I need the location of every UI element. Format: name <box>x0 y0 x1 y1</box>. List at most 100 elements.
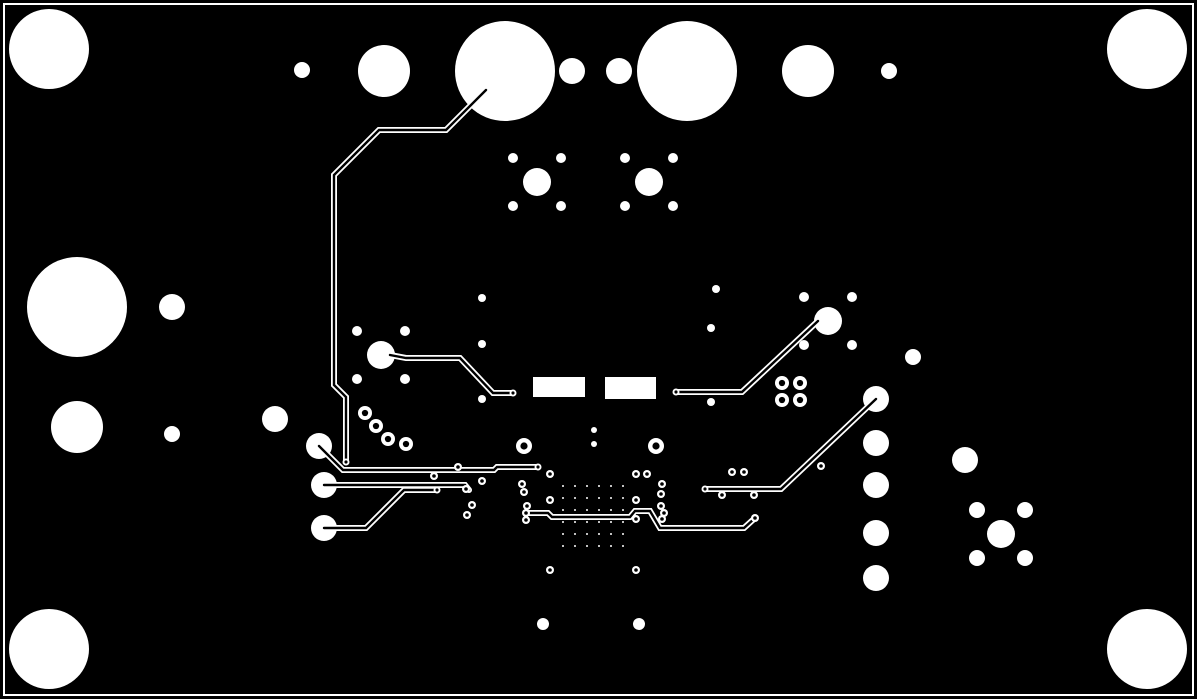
via-drill <box>432 474 436 478</box>
mounting-holes-and-pads <box>9 9 1187 689</box>
via-drill <box>634 472 638 476</box>
via-drill <box>525 504 529 508</box>
pad-hole <box>712 285 720 293</box>
pad-hole <box>537 618 549 630</box>
pad-hole <box>847 292 857 302</box>
pad-hole <box>782 45 834 97</box>
via-drill <box>742 470 746 474</box>
bga-ball <box>610 521 612 523</box>
smd-pad <box>605 377 656 399</box>
pad-hole <box>952 447 978 473</box>
bga-ball <box>610 485 612 487</box>
pad-hole <box>863 430 889 456</box>
pad-hole <box>556 153 566 163</box>
via-drill <box>384 435 392 443</box>
trace-core <box>317 444 540 472</box>
bga-ball <box>598 533 600 535</box>
pad-hole <box>591 427 597 433</box>
bga-ball <box>610 497 612 499</box>
trace-core <box>388 353 515 395</box>
via-drill <box>659 492 663 496</box>
via-drill <box>361 409 369 417</box>
pad-hole <box>606 58 632 84</box>
pad-hole <box>478 395 486 403</box>
pad-hole <box>969 550 985 566</box>
via-drill <box>344 460 348 464</box>
pad-hole <box>987 520 1015 548</box>
pad-hole <box>863 520 889 546</box>
smd-pad <box>533 377 585 397</box>
trace-core <box>674 319 820 394</box>
bga-ball <box>586 545 588 547</box>
via-drill <box>522 490 526 494</box>
pad-hole <box>707 398 715 406</box>
bga-ball <box>622 521 624 523</box>
pad-hole <box>905 349 921 365</box>
pad-hole <box>367 341 395 369</box>
bga-ball <box>586 485 588 487</box>
pad-hole <box>1107 609 1187 689</box>
pad-hole <box>799 340 809 350</box>
pad-hole <box>635 168 663 196</box>
copper-traces <box>316 87 879 531</box>
pad-hole <box>27 257 127 357</box>
via-drill <box>730 470 734 474</box>
bga-ball <box>586 497 588 499</box>
via-drill <box>752 493 756 497</box>
via-drill <box>660 517 664 521</box>
via-drill <box>548 472 552 476</box>
via-drill <box>753 516 757 520</box>
pad-hole <box>358 45 410 97</box>
bga-ball <box>610 509 612 511</box>
bga-ball <box>562 533 564 535</box>
bga-ball <box>562 521 564 523</box>
pad-hole <box>262 406 288 432</box>
via-drill <box>674 390 678 394</box>
bga-ball <box>574 521 576 523</box>
pad-hole <box>863 565 889 591</box>
via-drill <box>470 503 474 507</box>
bga-ball <box>622 485 624 487</box>
pad-hole <box>478 340 486 348</box>
smd-pads <box>533 377 656 399</box>
via-drill <box>402 440 410 448</box>
pad-hole <box>352 326 362 336</box>
bga-ball <box>622 509 624 511</box>
via-drill <box>659 504 663 508</box>
bga-ball <box>598 485 600 487</box>
pad-hole <box>352 374 362 384</box>
pad-hole <box>969 502 985 518</box>
pad-hole <box>668 153 678 163</box>
via-drill <box>645 472 649 476</box>
via-drill <box>536 465 540 469</box>
bga-ball <box>574 533 576 535</box>
via-drill <box>548 498 552 502</box>
bga-ball <box>598 545 600 547</box>
pad-hole <box>400 374 410 384</box>
pad-hole <box>1107 9 1187 89</box>
bga-ball <box>574 485 576 487</box>
pad-hole <box>881 63 897 79</box>
via-drill <box>548 568 552 572</box>
pad-hole <box>51 401 103 453</box>
via-drill <box>456 465 460 469</box>
bga-ball <box>574 509 576 511</box>
pad-hole <box>637 21 737 121</box>
pad-hole <box>633 618 645 630</box>
via-drill <box>660 482 664 486</box>
pad-hole <box>620 201 630 211</box>
bga-ball <box>586 533 588 535</box>
pad-hole <box>523 168 551 196</box>
via-drill <box>511 391 515 395</box>
pad-hole <box>164 426 180 442</box>
via-drill <box>520 442 528 450</box>
pad-hole <box>508 201 518 211</box>
bga-ball <box>622 497 624 499</box>
bga-ball <box>622 545 624 547</box>
pad-hole <box>9 9 89 89</box>
trace-core <box>332 88 488 464</box>
via-drill <box>778 379 786 387</box>
bga-ball <box>622 533 624 535</box>
via-drill <box>634 517 638 521</box>
